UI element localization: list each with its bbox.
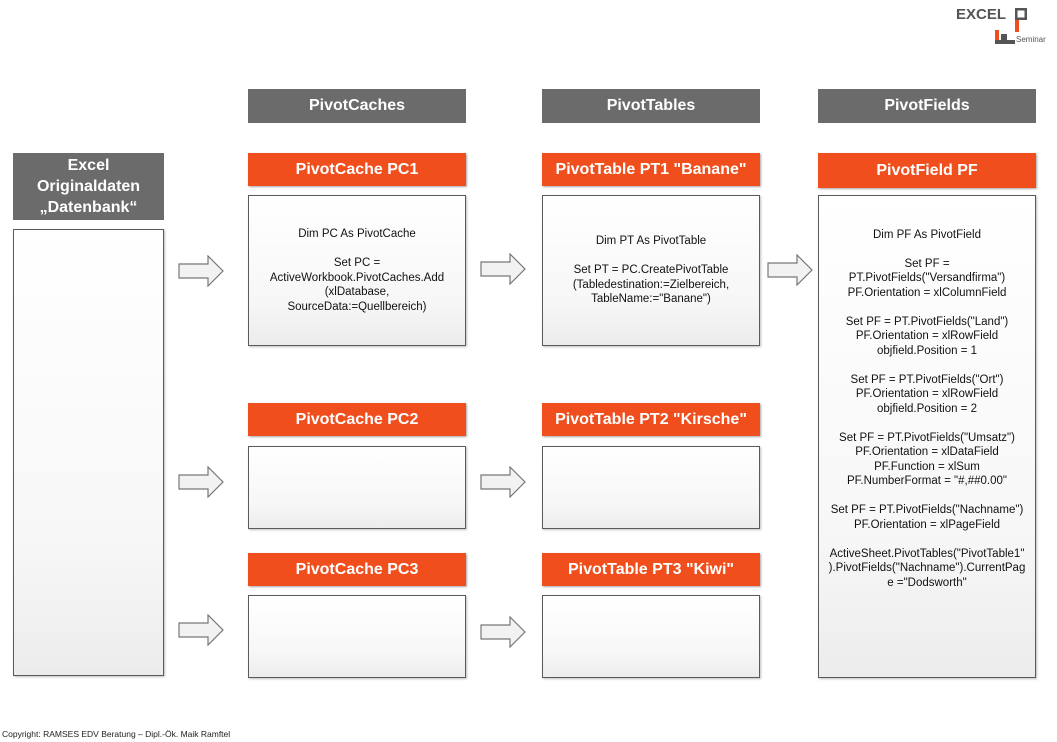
pivotcache-title-2: PivotCache PC2: [248, 403, 466, 436]
pivottable-code-2: [542, 446, 760, 529]
pivotcache-code-2: [248, 446, 466, 529]
pivottable-title-1: PivotTable PT1 "Banane": [542, 153, 760, 186]
logo-mark-icon: [995, 8, 1027, 44]
arrow-right-icon: [178, 466, 224, 498]
arrow-right-icon: [480, 616, 526, 648]
copyright-text: Copyright: RAMSES EDV Beratung – Dipl.-Ö…: [2, 729, 231, 739]
column-header-pivotfields: PivotFields: [818, 89, 1036, 123]
pivotcache-code-3: [248, 595, 466, 678]
pivottable-title-2: PivotTable PT2 "Kirsche": [542, 403, 760, 436]
logo-subtitle: Seminar: [1016, 35, 1046, 44]
pivotcache-code-1: Dim PC As PivotCache Set PC = ActiveWork…: [248, 195, 466, 346]
pivotcache-title-1: PivotCache PC1: [248, 153, 466, 186]
pivottable-title-3: PivotTable PT3 "Kiwi": [542, 553, 760, 586]
arrow-right-icon: [178, 614, 224, 646]
excel-seminar-logo: EXCEL Seminar: [950, 4, 1054, 46]
pivottable-code-1: Dim PT As PivotTable Set PT = PC.CreateP…: [542, 195, 760, 346]
pivotfield-title: PivotField PF: [818, 153, 1036, 188]
arrow-right-icon: [480, 466, 526, 498]
arrow-right-icon: [480, 253, 526, 285]
logo-title: EXCEL: [956, 6, 1007, 23]
pivotcache-title-3: PivotCache PC3: [248, 553, 466, 586]
pivotfield-code: Dim PF As PivotField Set PF = PT.PivotFi…: [818, 195, 1036, 678]
source-data-title: Excel Originaldaten „Datenbank“: [13, 153, 164, 220]
pivottable-code-3: [542, 595, 760, 678]
column-header-pivottables: PivotTables: [542, 89, 760, 123]
source-data-box: [13, 229, 164, 676]
column-header-pivotcaches: PivotCaches: [248, 89, 466, 123]
arrow-right-icon: [178, 255, 224, 287]
arrow-right-icon: [767, 254, 813, 286]
